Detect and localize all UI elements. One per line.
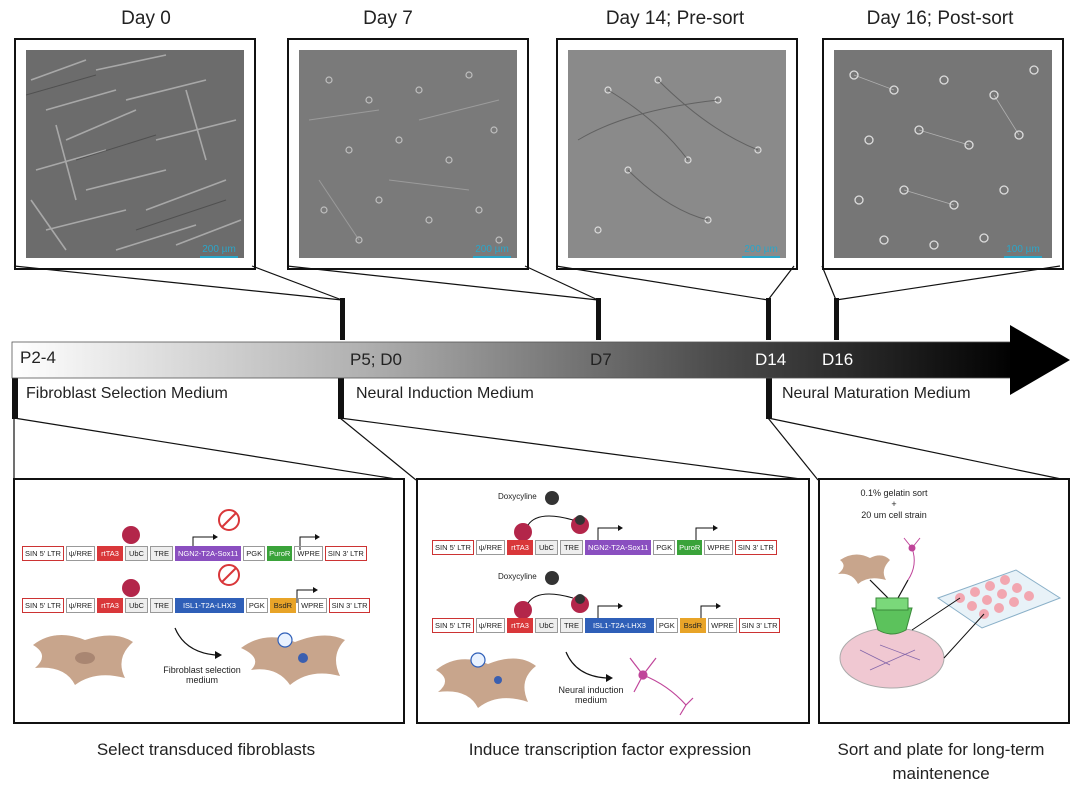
fibroblast-cell-icon: [436, 658, 536, 708]
micrograph-day16: 100 µm: [822, 38, 1064, 270]
micrograph-day7: 200 µm: [287, 38, 529, 270]
selection-arrow-icon: [174, 627, 216, 656]
caption-select: Select transduced fibroblasts: [96, 740, 316, 759]
panel-select-fibroblasts: SIN 5' LTR ψ/RRE rtTA3 UbC TRE NGN2-T2A-…: [13, 478, 405, 724]
day-label-7: Day 7: [363, 8, 413, 29]
vector-1: SIN 5' LTR ψ/RRE rtTA3 UbC TRE NGN2-T2A-…: [22, 546, 367, 561]
doxycycline-icon: [545, 491, 559, 505]
medium-neural-induction: Neural Induction Medium: [356, 385, 534, 402]
neuron-icon: [629, 657, 694, 716]
construct-row-2: [122, 564, 318, 603]
micrograph-image-day14: [568, 50, 786, 258]
timeline-marker-d16: D16: [822, 350, 854, 369]
vector-1: SIN 5' LTR ψ/RRE rtTA3 UbC TRE NGN2-T2A-…: [432, 540, 777, 555]
fibroblast-selection-label: Fibroblast selection medium: [163, 665, 241, 685]
scale-bar-day14: 200 µm: [742, 244, 780, 258]
no-transcription-icon: [218, 509, 240, 531]
cells-to-sort-icon: [838, 537, 921, 584]
doxycycline-label-1: Doxycyline: [498, 492, 537, 501]
vector-2: SIN 5' LTR ψ/RRE rtTA3 UbC TRE ISL1-T2A-…: [22, 598, 371, 613]
scale-bar-day16: 100 µm: [1004, 244, 1042, 258]
timeline-marker-p2-4: P2-4: [20, 348, 56, 367]
rtTA3-protein-icon: [122, 526, 140, 544]
micrograph-image-day0: [26, 50, 244, 258]
caption-sort: Sort and plate for long-term maintenence: [837, 740, 1045, 783]
doxycycline-label-2: Doxycyline: [498, 572, 537, 581]
medium-neural-maturation: Neural Maturation Medium: [782, 385, 971, 402]
cell-strainer-icon: [871, 607, 913, 635]
day-label-14: Day 14; Pre-sort: [605, 8, 745, 29]
well-plate-icon: [936, 569, 1062, 629]
day-label-0: Day 0: [121, 8, 171, 29]
timeline-arrow: [11, 325, 1070, 395]
sort-instructions: 0.1% gelatin sort + 20 um cell strain: [860, 488, 928, 520]
timeline-marker-p5-d0: P5; D0: [350, 350, 402, 369]
caption-induce: Induce transcription factor expression: [468, 740, 752, 759]
day-label-16: Day 16; Post-sort: [866, 8, 1014, 29]
construct-row-1: [122, 509, 320, 550]
culture-dish-icon: [839, 627, 945, 689]
scale-bar-day0: 200 µm: [200, 244, 238, 258]
panel-sort-and-plate: 0.1% gelatin sort + 20 um cell strain: [818, 478, 1070, 724]
micrograph-day0: 200 µm: [14, 38, 256, 270]
vector-2: SIN 5' LTR ψ/RRE rtTA3 UbC TRE ISL1-T2A-…: [432, 618, 781, 633]
neural-induction-label: Neural induction medium: [558, 685, 624, 705]
induction-arrow-icon: [565, 651, 607, 679]
medium-fibroblast-selection: Fibroblast Selection Medium: [26, 385, 228, 402]
timeline-marker-d14: D14: [755, 350, 787, 369]
scale-bar-day7: 200 µm: [473, 244, 511, 258]
micrograph-day14: 200 µm: [556, 38, 798, 270]
rtTA3-protein-icon: [514, 523, 532, 541]
timeline-marker-d7: D7: [590, 350, 612, 369]
micrograph-image-day16: [834, 50, 1052, 258]
micrograph-image-day7: [299, 50, 517, 258]
transduced-fibroblast-icon: [241, 635, 345, 685]
panel-induce-expression: Doxycyline Doxycyline SIN 5' LTR ψ/RRE r…: [416, 478, 810, 724]
